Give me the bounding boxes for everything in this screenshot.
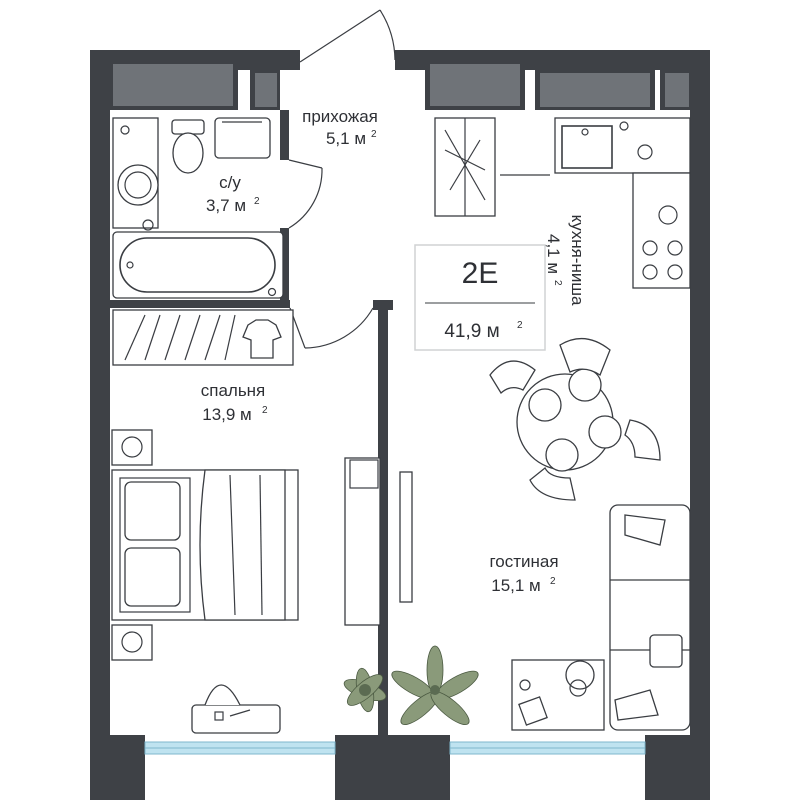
dining-set <box>489 338 661 501</box>
desk <box>191 684 281 734</box>
living-area-sup: 2 <box>550 576 556 587</box>
windows-bottom <box>144 741 646 755</box>
bedroom-name: спальня <box>201 381 266 400</box>
hallway-area-sup: 2 <box>371 129 377 140</box>
apartment-code: 2E <box>462 257 499 290</box>
kitchen-area: 4,1 м <box>544 234 563 274</box>
bed <box>111 429 299 661</box>
kitchen-name: кухня-ниша <box>568 215 587 306</box>
apartment-badge: 2E 41,9 м 2 <box>414 244 546 351</box>
windows-top <box>108 60 692 110</box>
bedroom-area-sup: 2 <box>262 405 268 416</box>
hallway-area: 5,1 м <box>326 129 366 148</box>
tv-unit <box>344 457 413 626</box>
sofa <box>609 504 691 731</box>
doors <box>288 9 396 349</box>
bathroom-fixtures <box>112 117 284 299</box>
hallway-wardrobe <box>434 117 496 217</box>
kitchen-unit <box>500 117 691 289</box>
coffee-table <box>511 659 605 731</box>
kitchen-area-sup: 2 <box>552 280 563 286</box>
bedroom-wardrobe <box>112 309 294 366</box>
apartment-total-area: 41,9 м <box>444 321 499 342</box>
room-labels: прихожая 5,1 м 2 с/у 3,7 м 2 спальня 13,… <box>201 107 587 595</box>
bathroom-area-sup: 2 <box>254 196 260 207</box>
living-name: гостиная <box>489 552 558 571</box>
hallway-name: прихожая <box>302 107 378 126</box>
outer-walls <box>90 50 710 800</box>
bedroom-area: 13,9 м <box>202 405 252 424</box>
living-area: 15,1 м <box>491 576 541 595</box>
interior-walls <box>108 110 393 735</box>
bathroom-name: с/у <box>219 173 241 192</box>
plants <box>343 645 479 725</box>
bathroom-area: 3,7 м <box>206 196 246 215</box>
apartment-area-sup: 2 <box>517 320 523 331</box>
